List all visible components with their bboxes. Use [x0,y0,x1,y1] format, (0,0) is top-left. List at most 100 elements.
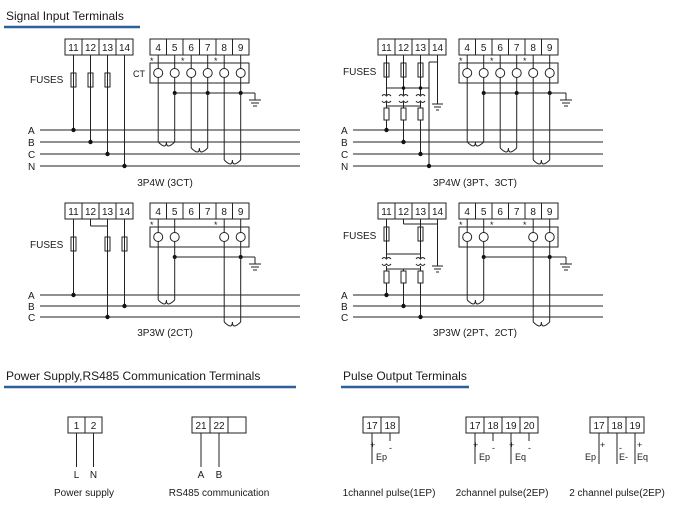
line-label-a: A [341,126,348,137]
terminal-4: 4 [155,43,161,54]
diagram-3p3w-2ct: 11 12 13 14 4 5 6 7 8 9 * * FUSES [28,202,300,339]
terminal-7: 7 [514,43,520,54]
power-supply-caption: Power supply [54,488,114,499]
voltage-terminal-strip: 11 12 13 14 [64,202,134,220]
pulse-label-eq: Eq [637,452,648,462]
terminal-18: 18 [384,421,396,432]
terminal-9: 9 [547,43,553,54]
terminal-14: 14 [432,43,444,54]
diagram-caption: 3P4W (3CT) [137,178,193,189]
ct-block [458,62,559,84]
pulse-sign: - [619,443,622,453]
wire-label-a: A [198,470,205,481]
terminal-17: 17 [469,421,481,432]
current-terminal-strip: 4 5 6 7 8 9 [149,38,250,56]
terminal-4: 4 [464,43,470,54]
wire-label-b: B [216,470,223,481]
line-label-a: A [341,291,348,302]
terminal-7: 7 [514,207,520,218]
terminal-18: 18 [487,421,499,432]
terminal-21: 21 [195,421,207,432]
pulse-sign: - [492,443,495,453]
line-label-c: C [28,313,35,324]
polarity-star: * [523,56,527,66]
fuse [417,107,424,121]
rs485-terminals: 21 22 A B RS485 communication [169,416,270,499]
polarity-star: * [490,220,494,230]
pulse-sign: + [637,440,642,450]
line-label-c: C [341,150,348,161]
ct-coil [190,147,209,153]
pulse-sign: - [528,443,531,453]
terminal-22: 22 [213,421,225,432]
voltage-terminal-strip: 11 12 13 14 [377,38,447,56]
terminal-13: 13 [415,207,427,218]
terminal-5: 5 [172,43,178,54]
fuses-label: FUSES [343,231,377,242]
ct-block [458,226,559,248]
line-label-a: A [28,291,35,302]
terminal-4: 4 [155,207,161,218]
terminal-5: 5 [481,207,487,218]
terminal-19: 19 [505,421,517,432]
diagram-caption: 3P3W (2PT、2CT) [433,328,517,339]
pulse-sign: + [509,440,514,450]
terminal-4: 4 [464,207,470,218]
terminal-17: 17 [593,421,605,432]
power-rs485-header: Power Supply,RS485 Communication Termina… [6,369,260,383]
line-label-c: C [28,150,35,161]
power-lines: A B C [341,291,603,324]
diagram-3p4w-3pt-3ct: 11 12 13 14 4 5 6 7 8 9 * * * FUSES [341,38,603,189]
ct-coil [223,159,242,165]
terminal-19: 19 [629,421,641,432]
pulse-output-header: Pulse Output Terminals [343,369,467,383]
pulse-label-ep: Ep [585,452,596,462]
terminal-14: 14 [432,207,444,218]
ct-coil [466,141,485,147]
terminal-6: 6 [188,43,194,54]
pulse-2ep-caption: 2channel pulse(2EP) [456,488,549,499]
terminal-6: 6 [497,43,503,54]
terminal-7: 7 [205,207,211,218]
rs485-caption: RS485 communication [169,488,270,499]
line-label-c: C [341,313,348,324]
terminal-12: 12 [85,207,97,218]
pulse-label-ep: Ep [479,452,490,462]
terminal-6: 6 [188,207,194,218]
terminal-9: 9 [547,207,553,218]
voltage-terminal-strip: 11 12 13 14 [377,202,447,220]
pulse-2ep-terminals-alt: 17 18 19 + - + Ep E- Eq 2 channel pulse(… [569,416,665,499]
pulse-label-e-minus: E- [619,452,628,462]
line-label-n: N [28,162,35,173]
terminal-5: 5 [481,43,487,54]
fuses-label: FUSES [343,67,377,78]
ct-coil [532,321,551,327]
terminal-20: 20 [523,421,535,432]
polarity-star: * [181,56,185,66]
wire-label-n: N [90,470,97,481]
pulse-sign: + [473,440,478,450]
pulse-1ep-caption: 1channel pulse(1EP) [343,488,436,499]
terminal-8: 8 [530,207,536,218]
fuse [383,107,390,121]
terminal-1: 1 [74,421,80,432]
power-lines: A B C N [28,126,300,173]
terminal-12: 12 [398,43,410,54]
terminal-18: 18 [611,421,623,432]
diagram-caption: 3P4W (3PT、3CT) [433,178,517,189]
terminal-14: 14 [119,43,131,54]
current-terminal-strip: 4 5 6 7 8 9 [458,202,559,220]
ct-terminal-circles [462,232,555,242]
terminal-7: 7 [205,43,211,54]
diagram-3p3w-2pt-2ct: 11 12 13 14 4 5 6 7 8 9 * * * FUSES [341,202,603,339]
signal-input-header: Signal Input Terminals [6,9,124,23]
fuses-label: FUSES [30,240,64,251]
pulse-2ep-terminals: 17 18 19 20 + - + - Ep Eq 2channel pulse… [456,416,549,499]
wire-label-l: L [74,470,80,481]
terminal-17: 17 [366,421,378,432]
line-label-b: B [28,138,35,149]
diagram-3p4w-3ct: 11 12 13 14 4 5 6 7 8 9 CT * * * FUSES [28,38,300,189]
ct-block [149,62,250,84]
power-supply-terminals: 1 2 L N Power supply [54,416,114,499]
